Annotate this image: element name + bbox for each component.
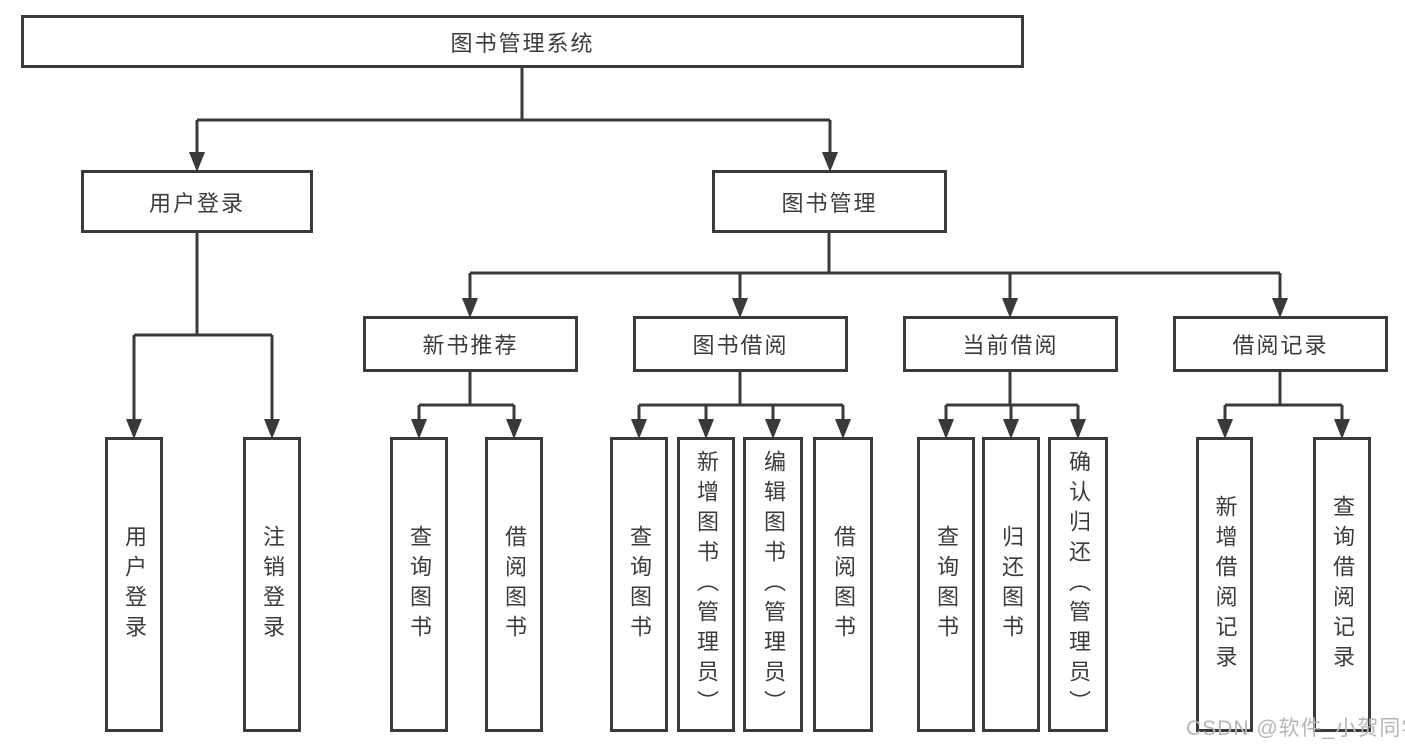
node-root-system: 图书管理系统: [21, 15, 1024, 68]
node-book-management-label: 图书管理: [781, 190, 878, 216]
node-borrowing-records-label: 借阅记录: [1232, 333, 1329, 358]
leaf-logout-label: 注销登录: [260, 524, 285, 645]
watermark: CSDN @软件_小贺同学: [1186, 717, 1405, 740]
leaf-current-query-books-label: 查询图书: [934, 524, 959, 645]
leaf-confirm-return-admin-label: 确认归还（管理员）: [1066, 449, 1091, 720]
leaf-return-books-label: 归还图书: [999, 524, 1024, 645]
node-book-borrowing: 图书借阅: [633, 316, 848, 372]
node-root-label: 图书管理系统: [450, 30, 595, 56]
leaf-recommend-query-books-label: 查询图书: [407, 524, 432, 645]
leaf-add-borrow-record: 新增借阅记录: [1196, 437, 1253, 732]
node-new-book-recommend: 新书推荐: [363, 316, 578, 372]
leaf-user-login-label: 用户登录: [122, 524, 147, 645]
leaf-borrowing-borrow-books-label: 借阅图书: [831, 524, 856, 645]
leaf-query-borrow-record: 查询借阅记录: [1313, 437, 1371, 732]
leaf-add-books-admin-label: 新增图书（管理员）: [694, 449, 719, 720]
node-new-book-recommend-label: 新书推荐: [422, 333, 519, 358]
leaf-current-query-books: 查询图书: [917, 437, 975, 732]
leaf-add-borrow-record-label: 新增借阅记录: [1212, 494, 1238, 675]
leaf-recommend-borrow-books: 借阅图书: [485, 437, 543, 732]
node-book-management: 图书管理: [712, 170, 947, 233]
node-current-borrowing: 当前借阅: [903, 316, 1118, 372]
node-current-borrowing-label: 当前借阅: [962, 333, 1059, 358]
leaf-add-books-admin: 新增图书（管理员）: [677, 437, 735, 732]
leaf-borrowing-borrow-books: 借阅图书: [813, 437, 873, 732]
leaf-confirm-return-admin: 确认归还（管理员）: [1048, 437, 1108, 732]
node-user-login: 用户登录: [81, 170, 313, 233]
leaf-query-borrow-record-label: 查询借阅记录: [1330, 494, 1355, 675]
leaf-recommend-borrow-books-label: 借阅图书: [502, 524, 527, 645]
node-borrowing-records: 借阅记录: [1173, 316, 1388, 372]
node-user-login-label: 用户登录: [148, 190, 245, 216]
node-book-borrowing-label: 图书借阅: [692, 333, 789, 358]
leaf-edit-books-admin-label: 编辑图书（管理员）: [761, 449, 786, 720]
leaf-edit-books-admin: 编辑图书（管理员）: [743, 437, 803, 732]
leaf-user-login: 用户登录: [105, 437, 163, 732]
leaf-borrowing-query-books: 查询图书: [610, 437, 668, 732]
leaf-recommend-query-books: 查询图书: [390, 437, 448, 732]
leaf-borrowing-query-books-label: 查询图书: [627, 524, 652, 645]
leaf-return-books: 归还图书: [982, 437, 1040, 732]
leaf-logout: 注销登录: [243, 437, 301, 732]
